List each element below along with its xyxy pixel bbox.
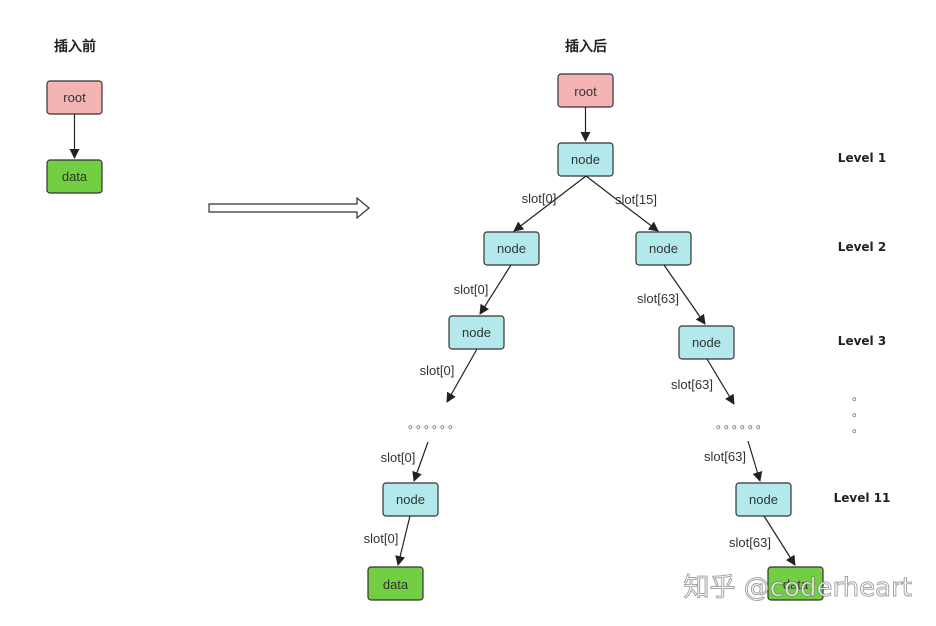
edge-label-l3-right: slot[63] [671, 377, 713, 392]
edge-label-l1-left: slot[0] [522, 191, 557, 206]
after-root-label: root [574, 84, 597, 99]
edge-label-l2-right: slot[63] [637, 291, 679, 306]
level3-left-node-label: node [462, 325, 491, 340]
level11-right-node-label: node [749, 492, 778, 507]
level11-left-node: node [382, 482, 439, 517]
transition-arrow-icon [208, 196, 370, 220]
level-ellipsis-2: 。 [852, 405, 866, 419]
edge-l3-right [706, 358, 735, 405]
edge-l1-right [585, 175, 659, 232]
level-ellipsis-1: 。 [852, 389, 866, 403]
edge-to-data-left [395, 515, 411, 566]
level3-right-node: node [678, 325, 735, 360]
level2-right-node: node [635, 231, 692, 266]
ellipsis-left: 。。。。。。 [408, 417, 462, 431]
level3-left-node: node [448, 315, 505, 350]
level-2-label: Level 2 [838, 240, 886, 254]
edge-l1-left [513, 175, 587, 232]
edge-label-to-data-left: slot[0] [364, 531, 399, 546]
data-right-label: data [783, 577, 809, 592]
edge-label-l1-right: slot[15] [615, 192, 657, 207]
before-title: 插入前 [54, 38, 96, 55]
before-root-box: root [46, 80, 103, 115]
after-title: 插入后 [565, 38, 607, 55]
level2-left-node: node [483, 231, 540, 266]
edge-to-data-right [763, 515, 796, 566]
level1-node: node [557, 142, 614, 177]
edge-label-to-l11-right: slot[63] [704, 449, 746, 464]
before-data-label: data [62, 169, 88, 184]
edge-l3-left [446, 348, 478, 403]
watermark: 知乎 @coderheart [684, 573, 913, 603]
level-ellipsis-3: 。 [852, 421, 866, 435]
edge-l2-right [663, 264, 706, 325]
level-11-label: Level 11 [834, 491, 891, 505]
level2-right-node-label: node [649, 241, 678, 256]
level11-right-node: node [735, 482, 792, 517]
data-right-box: data [767, 566, 824, 601]
level-3-label: Level 3 [838, 334, 886, 348]
edge-label-to-data-right: slot[63] [729, 535, 771, 550]
edge-label-l2-left: slot[0] [454, 282, 489, 297]
edge-label-to-l11-left: slot[0] [381, 450, 416, 465]
edge-to-l11-left [412, 441, 429, 482]
edge-label-l3-left: slot[0] [420, 363, 455, 378]
level1-node-label: node [571, 152, 600, 167]
level3-right-node-label: node [692, 335, 721, 350]
edge-l2-left [479, 264, 512, 315]
ellipsis-right: 。。。。。。 [716, 417, 770, 431]
after-root-box: root [557, 73, 614, 108]
level-1-label: Level 1 [838, 151, 886, 165]
edge-to-l11-right [747, 440, 763, 482]
before-data-box: data [46, 159, 103, 194]
data-left-label: data [383, 577, 409, 592]
level11-left-node-label: node [396, 492, 425, 507]
level2-left-node-label: node [497, 241, 526, 256]
data-left-box: data [367, 566, 424, 601]
before-root-label: root [63, 90, 86, 105]
